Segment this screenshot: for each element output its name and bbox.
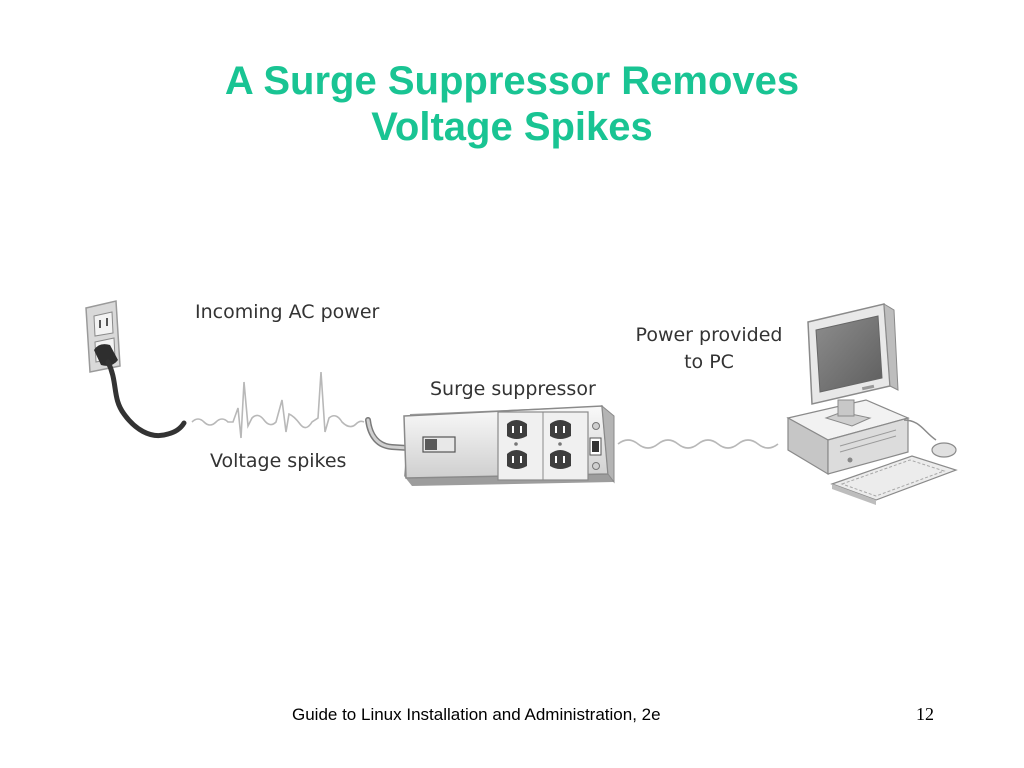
input-cable <box>365 417 411 451</box>
footer-text: Guide to Linux Installation and Administ… <box>292 705 661 724</box>
plug-icon <box>94 344 187 438</box>
label-power-provided-line-1: Power provided <box>635 324 783 346</box>
slide-title: A Surge Suppressor Removes Voltage Spike… <box>0 58 1024 150</box>
computer-icon <box>786 399 910 476</box>
keyboard-icon <box>830 455 958 505</box>
voltage-waveform <box>191 371 365 439</box>
monitor-icon <box>807 303 899 405</box>
title-line-2: Voltage Spikes <box>371 105 653 149</box>
label-power-provided: Power provided to PC <box>628 322 790 376</box>
title-line-1: A Surge Suppressor Removes <box>224 59 800 103</box>
mouse-icon <box>903 419 957 458</box>
label-power-provided-line-2: to PC <box>684 351 734 373</box>
label-incoming-ac-power: Incoming AC power <box>195 301 380 323</box>
clean-power-waveform <box>617 439 779 449</box>
surge-suppressor-icon <box>403 404 615 486</box>
page-number: 12 <box>916 704 934 724</box>
label-voltage-spikes: Voltage spikes <box>210 450 347 472</box>
label-surge-suppressor: Surge suppressor <box>430 378 596 400</box>
outlet-sockets <box>507 420 571 469</box>
